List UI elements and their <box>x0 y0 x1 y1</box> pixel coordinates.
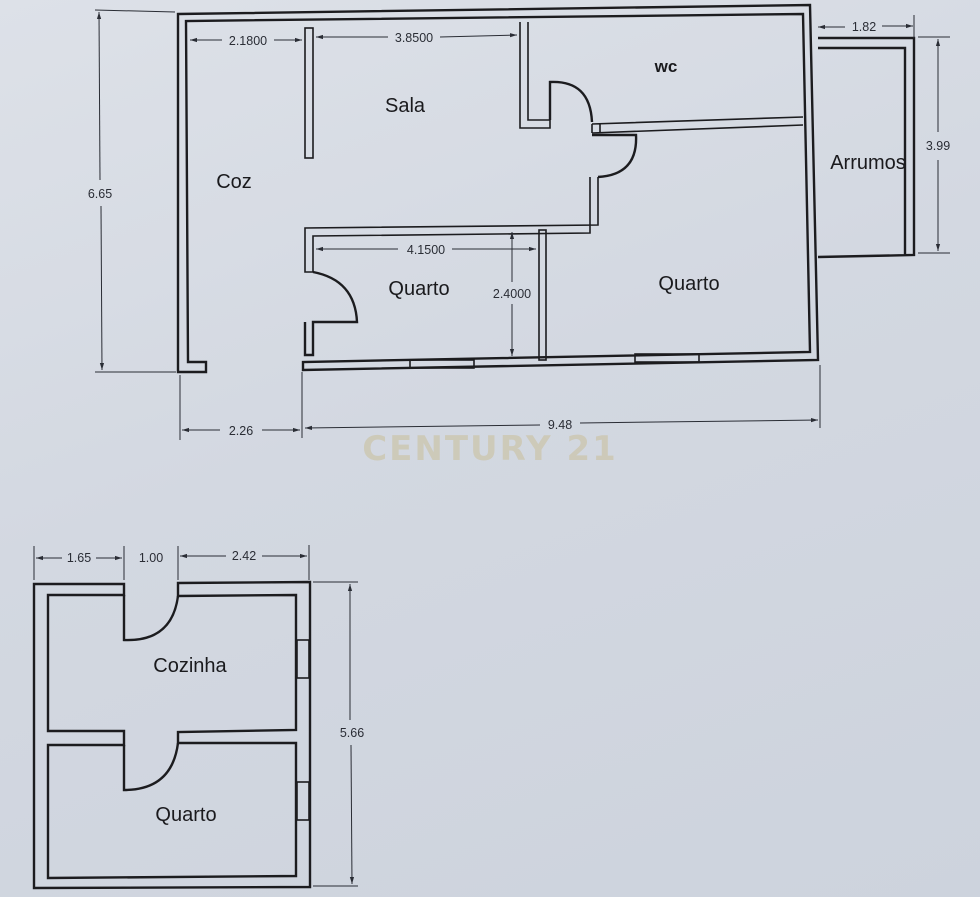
window-cozinha <box>296 639 310 679</box>
dim-annex-width: 1.82 <box>852 20 876 34</box>
cozinha-door-swing <box>122 595 180 642</box>
main-floor-plan: Coz Sala wc Arrumos Quarto Quarto 2.1800… <box>88 3 950 440</box>
dim-annex-left: 1.65 <box>67 551 91 565</box>
wc-door-swing <box>548 80 594 123</box>
main-dimensions: 2.1800 3.8500 1.82 3.99 6.65 4.1500 2.4 <box>88 9 950 440</box>
large-quarto-door-swing <box>592 133 638 179</box>
window-quarto <box>296 781 310 821</box>
small-quarto-door-swing <box>303 270 359 357</box>
room-label-cozinha: Cozinha <box>153 655 227 677</box>
dim-quarto-depth: 2.4000 <box>493 287 531 301</box>
room-label-annex-quarto: Quarto <box>155 804 216 826</box>
dim-annex-door: 1.00 <box>139 551 163 565</box>
dim-annex-height: 5.66 <box>340 726 364 740</box>
annex-floor-plan: Cozinha Quarto 1.65 1.00 2.42 5.66 <box>32 545 364 890</box>
quarto-door-swing <box>122 742 180 792</box>
watermark-logo: CENTURY 21 <box>362 429 618 469</box>
room-label-arrumos: Arrumos <box>830 152 906 174</box>
dim-left-offset: 2.26 <box>229 424 253 438</box>
room-label-coz: Coz <box>216 171 252 193</box>
room-label-quarto-large: Quarto <box>658 273 719 295</box>
partition-quartos <box>538 229 547 361</box>
small-quarto-walls <box>304 177 599 273</box>
window-small-quarto <box>409 359 475 369</box>
wc-walls <box>519 22 551 129</box>
room-label-quarto-small: Quarto <box>388 278 449 300</box>
partition-coz-sala <box>304 27 314 159</box>
window-large-quarto <box>634 353 700 363</box>
main-outer-wall <box>176 3 820 374</box>
arrumos-walls <box>817 36 916 259</box>
room-label-wc: wc <box>654 57 678 76</box>
room-label-sala: Sala <box>385 95 426 117</box>
dim-overall-height: 6.65 <box>88 187 112 201</box>
dim-quarto-width: 4.1500 <box>407 243 445 257</box>
dim-coz-width: 2.1800 <box>229 34 267 48</box>
annex-outer-wall <box>32 580 312 890</box>
wc-bottom-wall <box>591 116 804 134</box>
dim-annex-right: 2.42 <box>232 549 256 563</box>
dim-annex-height: 3.99 <box>926 139 950 153</box>
annex-dimensions: 1.65 1.00 2.42 5.66 <box>33 545 364 887</box>
dim-overall-width: 9.48 <box>548 418 572 432</box>
dim-sala-width: 3.8500 <box>395 31 433 45</box>
